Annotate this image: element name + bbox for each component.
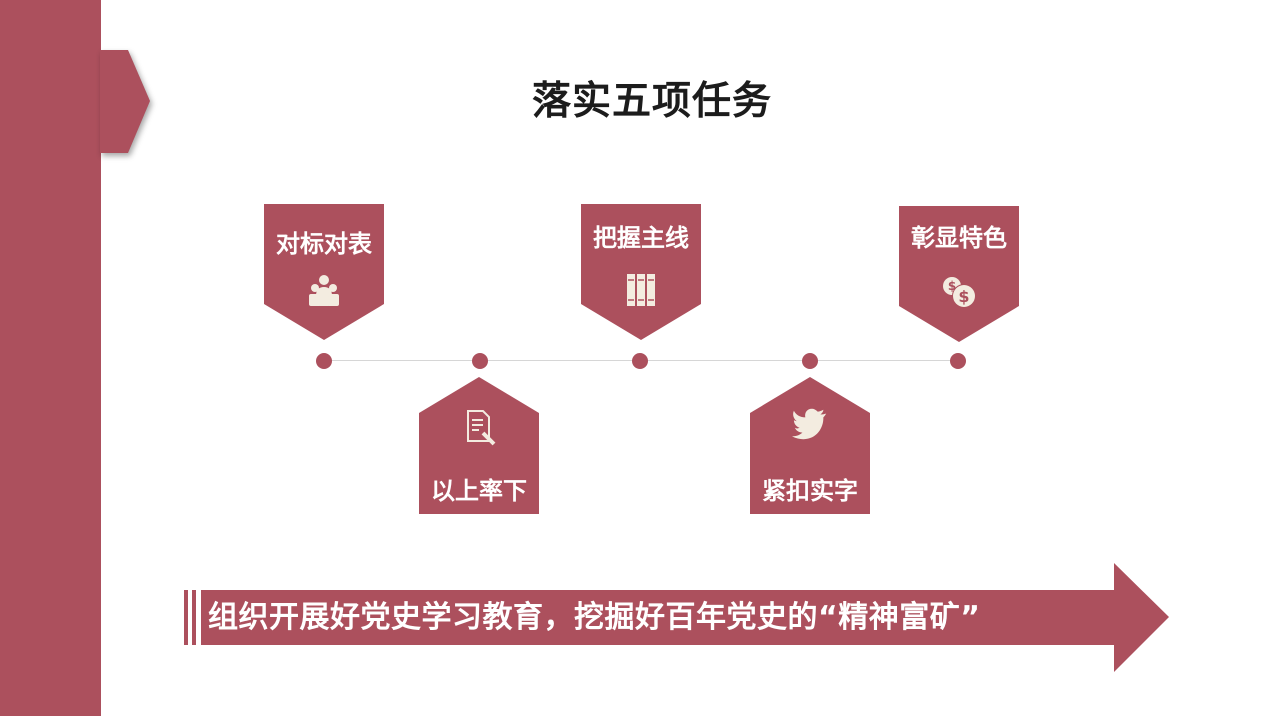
bird-icon: [792, 408, 827, 440]
title-tab-notch: [100, 50, 150, 153]
banner-arrow: [184, 563, 1169, 672]
svg-text:$: $: [958, 287, 969, 306]
task-card-2: 以上率下: [419, 377, 539, 514]
task-label: 以上率下: [431, 477, 527, 505]
banner-text: 组织开展好党史学习教育，挖掘好百年党史的“精神富矿”: [208, 600, 981, 635]
timeline-dot: [472, 353, 488, 369]
left-accent-bar: [0, 0, 101, 716]
svg-text:$: $: [948, 279, 956, 293]
people-group-icon: [309, 275, 339, 306]
page-title: 落实五项任务: [531, 79, 772, 124]
task-label: 对标对表: [276, 230, 372, 258]
task-label: 紧扣实字: [762, 477, 858, 505]
task-label: 彰显特色: [911, 224, 1007, 252]
task-card-5: 彰显特色 $ $: [899, 206, 1019, 342]
timeline-dot: [316, 353, 332, 369]
document-pen-icon: [467, 410, 496, 446]
timeline-dot: [632, 353, 648, 369]
task-card-1: 对标对表: [264, 204, 384, 340]
books-icon: [627, 274, 655, 306]
coins-icon: $ $: [943, 277, 976, 308]
task-label: 把握主线: [593, 224, 689, 252]
timeline-dot: [950, 353, 966, 369]
timeline-dot: [802, 353, 818, 369]
task-card-4: 紧扣实字: [750, 377, 870, 514]
task-card-3: 把握主线: [581, 204, 701, 340]
